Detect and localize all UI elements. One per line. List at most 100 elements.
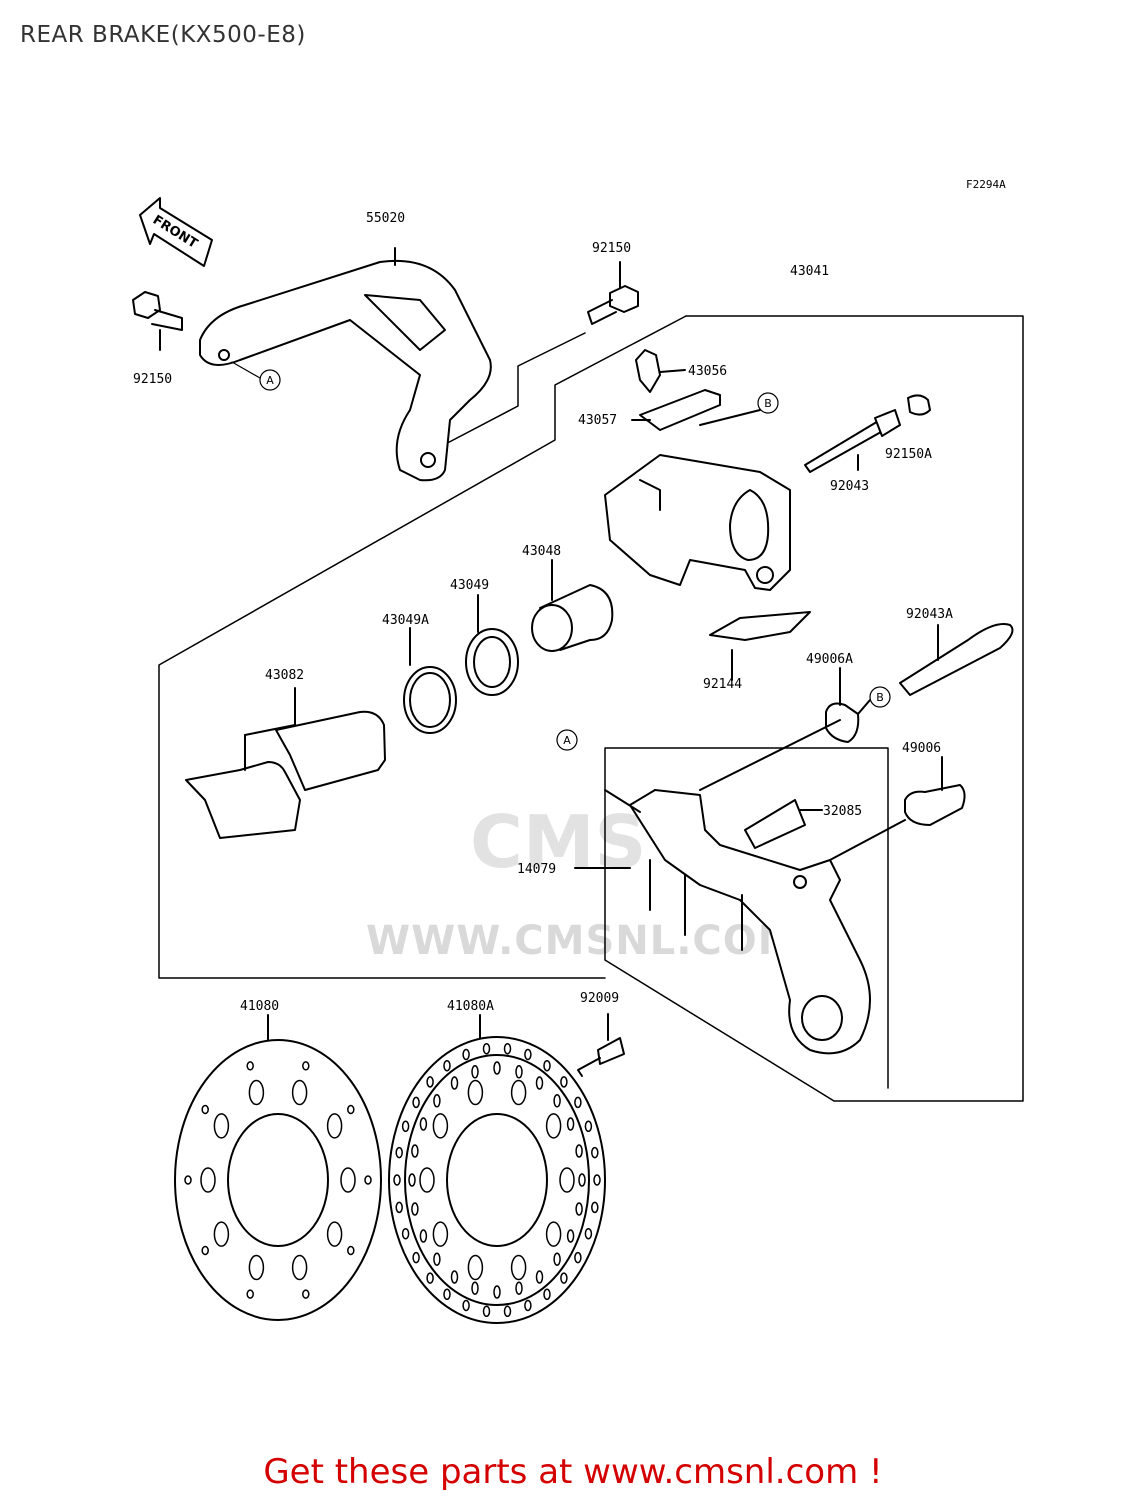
label-43048: 43048	[522, 544, 561, 559]
caliper-body	[604, 409, 791, 591]
disc-slot	[503, 1042, 512, 1055]
disc-slot	[482, 1305, 491, 1318]
disc-small-hole	[347, 1104, 355, 1115]
disc-slot	[543, 1288, 551, 1301]
wave-brake-disc	[388, 1014, 606, 1324]
label-49006: 49006	[902, 741, 941, 756]
disc-small-hole	[246, 1061, 254, 1071]
disc-slot	[419, 1229, 428, 1243]
disc-slot	[395, 1146, 403, 1159]
disc-slot	[543, 1059, 551, 1072]
disc-vent-hole	[559, 1167, 575, 1193]
disc-slot	[553, 1252, 561, 1266]
assembly-outline	[604, 315, 1024, 1102]
disc-slot	[471, 1065, 479, 1079]
disc-small-hole	[364, 1175, 372, 1185]
disc-slot	[515, 1281, 523, 1295]
disc-vent-hole	[467, 1254, 484, 1281]
disc-vent-hole	[326, 1113, 343, 1139]
disc-slot	[401, 1227, 410, 1240]
disc-screw	[577, 1013, 625, 1077]
disc-slot	[574, 1251, 582, 1264]
disc-small-hole	[347, 1245, 355, 1256]
disc-slot	[566, 1117, 575, 1131]
disc-slot	[566, 1229, 575, 1243]
disc-slot	[553, 1094, 561, 1108]
label-92009: 92009	[580, 991, 619, 1006]
disc-vent-hole	[200, 1167, 216, 1193]
bolt-92150-top	[587, 261, 639, 325]
dust-seal	[403, 627, 457, 734]
label-92150A: 92150A	[885, 447, 932, 462]
disc-slot	[560, 1272, 568, 1284]
disc-slot	[426, 1272, 434, 1284]
mount-pin	[899, 623, 1014, 696]
watermark-logo: CMS	[470, 800, 647, 884]
label-92144: 92144	[703, 677, 742, 692]
disc-vent-hole	[510, 1254, 527, 1281]
disc-vent-hole	[291, 1079, 308, 1106]
disc-vent-hole	[432, 1113, 449, 1139]
footer-promo-text[interactable]: Get these parts at www.cmsnl.com !	[263, 1452, 883, 1492]
disc-vent-hole	[248, 1254, 265, 1281]
disc-slot	[575, 1144, 583, 1158]
label-92150-left: 92150	[133, 372, 172, 387]
caliper-bracket	[574, 719, 906, 1055]
disc-small-hole	[201, 1245, 209, 1256]
assembly-outline-top	[435, 332, 586, 450]
ref-marker-b-pin: B	[869, 686, 891, 708]
disc-slot	[408, 1173, 416, 1187]
label-49006A: 49006A	[806, 652, 853, 667]
disc-vent-hole	[213, 1221, 230, 1247]
disc-vent-hole	[340, 1167, 356, 1193]
label-41080A: 41080A	[447, 999, 494, 1014]
ref-marker-a-bracket: A	[556, 729, 578, 751]
disc-slot	[574, 1096, 582, 1109]
front-arrow-icon: FRONT	[139, 197, 213, 267]
disc-vent-hole	[213, 1113, 230, 1139]
ref-marker-a-top: A	[231, 361, 281, 391]
disc-slot	[433, 1094, 441, 1108]
piston-seal	[465, 594, 519, 696]
caliper-pin	[804, 394, 931, 473]
disc-slot	[591, 1146, 599, 1159]
brake-guard-bracket	[199, 247, 492, 482]
disc-slot	[503, 1305, 512, 1318]
disc-slot	[493, 1285, 501, 1299]
disc-slot	[462, 1299, 470, 1312]
disc-slot	[593, 1174, 601, 1186]
disc-small-hole	[302, 1289, 310, 1299]
disc-slot	[395, 1201, 403, 1214]
label-92150-top: 92150	[592, 241, 631, 256]
brake-pads	[185, 687, 386, 839]
disc-vent-hole	[545, 1113, 562, 1139]
disc-slot	[560, 1076, 568, 1088]
disc-slot	[524, 1048, 532, 1061]
label-55020: 55020	[366, 211, 405, 226]
svg-text:B: B	[876, 691, 884, 704]
bushing	[904, 756, 966, 826]
svg-text:A: A	[266, 374, 274, 387]
figure-code: F2294A	[966, 178, 1006, 191]
disc-slot	[419, 1117, 428, 1131]
svg-text:A: A	[563, 734, 571, 747]
disc-small-hole	[184, 1175, 192, 1185]
disc-slot	[443, 1059, 451, 1072]
disc-vent-hole	[510, 1079, 527, 1106]
disc-slot	[535, 1076, 544, 1090]
anti-rattle-spring	[744, 799, 823, 849]
pad-spring	[631, 389, 721, 431]
disc-slot	[462, 1048, 470, 1061]
disc-small-hole	[302, 1061, 310, 1071]
watermark-url: WWW.CMSNL.COM	[366, 918, 799, 964]
disc-slot	[433, 1252, 441, 1266]
label-14079: 14079	[517, 862, 556, 877]
label-43056: 43056	[688, 364, 727, 379]
disc-slot	[578, 1173, 586, 1187]
disc-slot	[450, 1076, 459, 1090]
disc-slot	[471, 1281, 479, 1295]
pin-boot	[825, 667, 871, 743]
disc-slot	[535, 1270, 544, 1284]
disc-slot	[401, 1120, 410, 1133]
